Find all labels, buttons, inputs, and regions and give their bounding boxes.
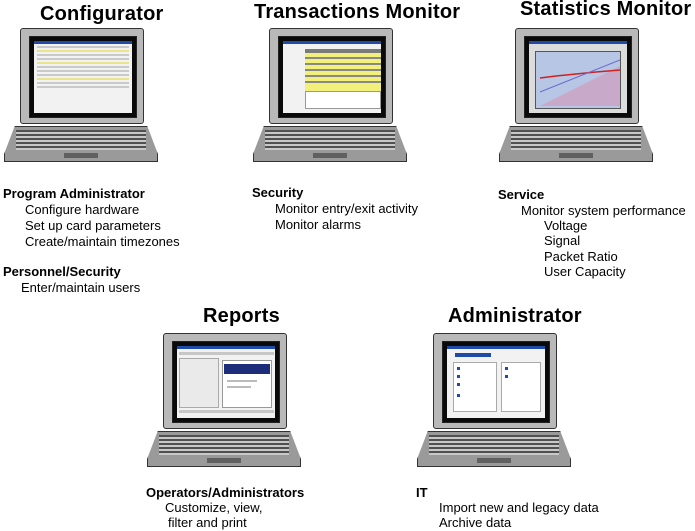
statistics-item: Voltage [544, 218, 588, 233]
configurator-role2-heading: Personnel/Security [3, 264, 121, 279]
configurator-item: Create/maintain timezones [25, 234, 180, 249]
administrator-item: Import new and legacy data [439, 500, 599, 515]
reports-line: filter and print [168, 515, 247, 530]
statistics-title: Statistics Monitor [520, 0, 692, 20]
reports-title: Reports [203, 305, 280, 327]
configurator-item: Configure hardware [25, 202, 140, 217]
configurator-title: Configurator [40, 3, 164, 25]
transactions-item: Monitor entry/exit activity [275, 201, 419, 216]
transactions-role-heading: Security [252, 185, 304, 200]
transactions-title: Transactions Monitor [254, 1, 461, 23]
configurator-item: Set up card parameters [25, 218, 161, 233]
statistics-laptop-image [497, 28, 657, 168]
transactions-item: Monitor alarms [275, 217, 361, 232]
reports-laptop-image [145, 333, 305, 473]
administrator-laptop-image [415, 333, 575, 473]
configurator-role-heading: Program Administrator [3, 186, 145, 201]
reports-role-heading: Operators/Administrators [146, 485, 305, 500]
statistics-item: User Capacity [544, 264, 626, 279]
statistics-item: Signal [544, 233, 581, 248]
administrator-title: Administrator [448, 305, 582, 327]
administrator-role-heading: IT [416, 485, 428, 500]
administrator-item: Archive data [439, 515, 512, 530]
statistics-intro: Monitor system performance [521, 203, 686, 218]
configurator-item2: Enter/maintain users [21, 280, 141, 295]
reports-line: Customize, view, [165, 500, 263, 515]
statistics-role-heading: Service [498, 187, 545, 202]
configurator-laptop-image [2, 28, 162, 168]
transactions-laptop-image [251, 28, 411, 168]
statistics-item: Packet Ratio [544, 249, 618, 264]
